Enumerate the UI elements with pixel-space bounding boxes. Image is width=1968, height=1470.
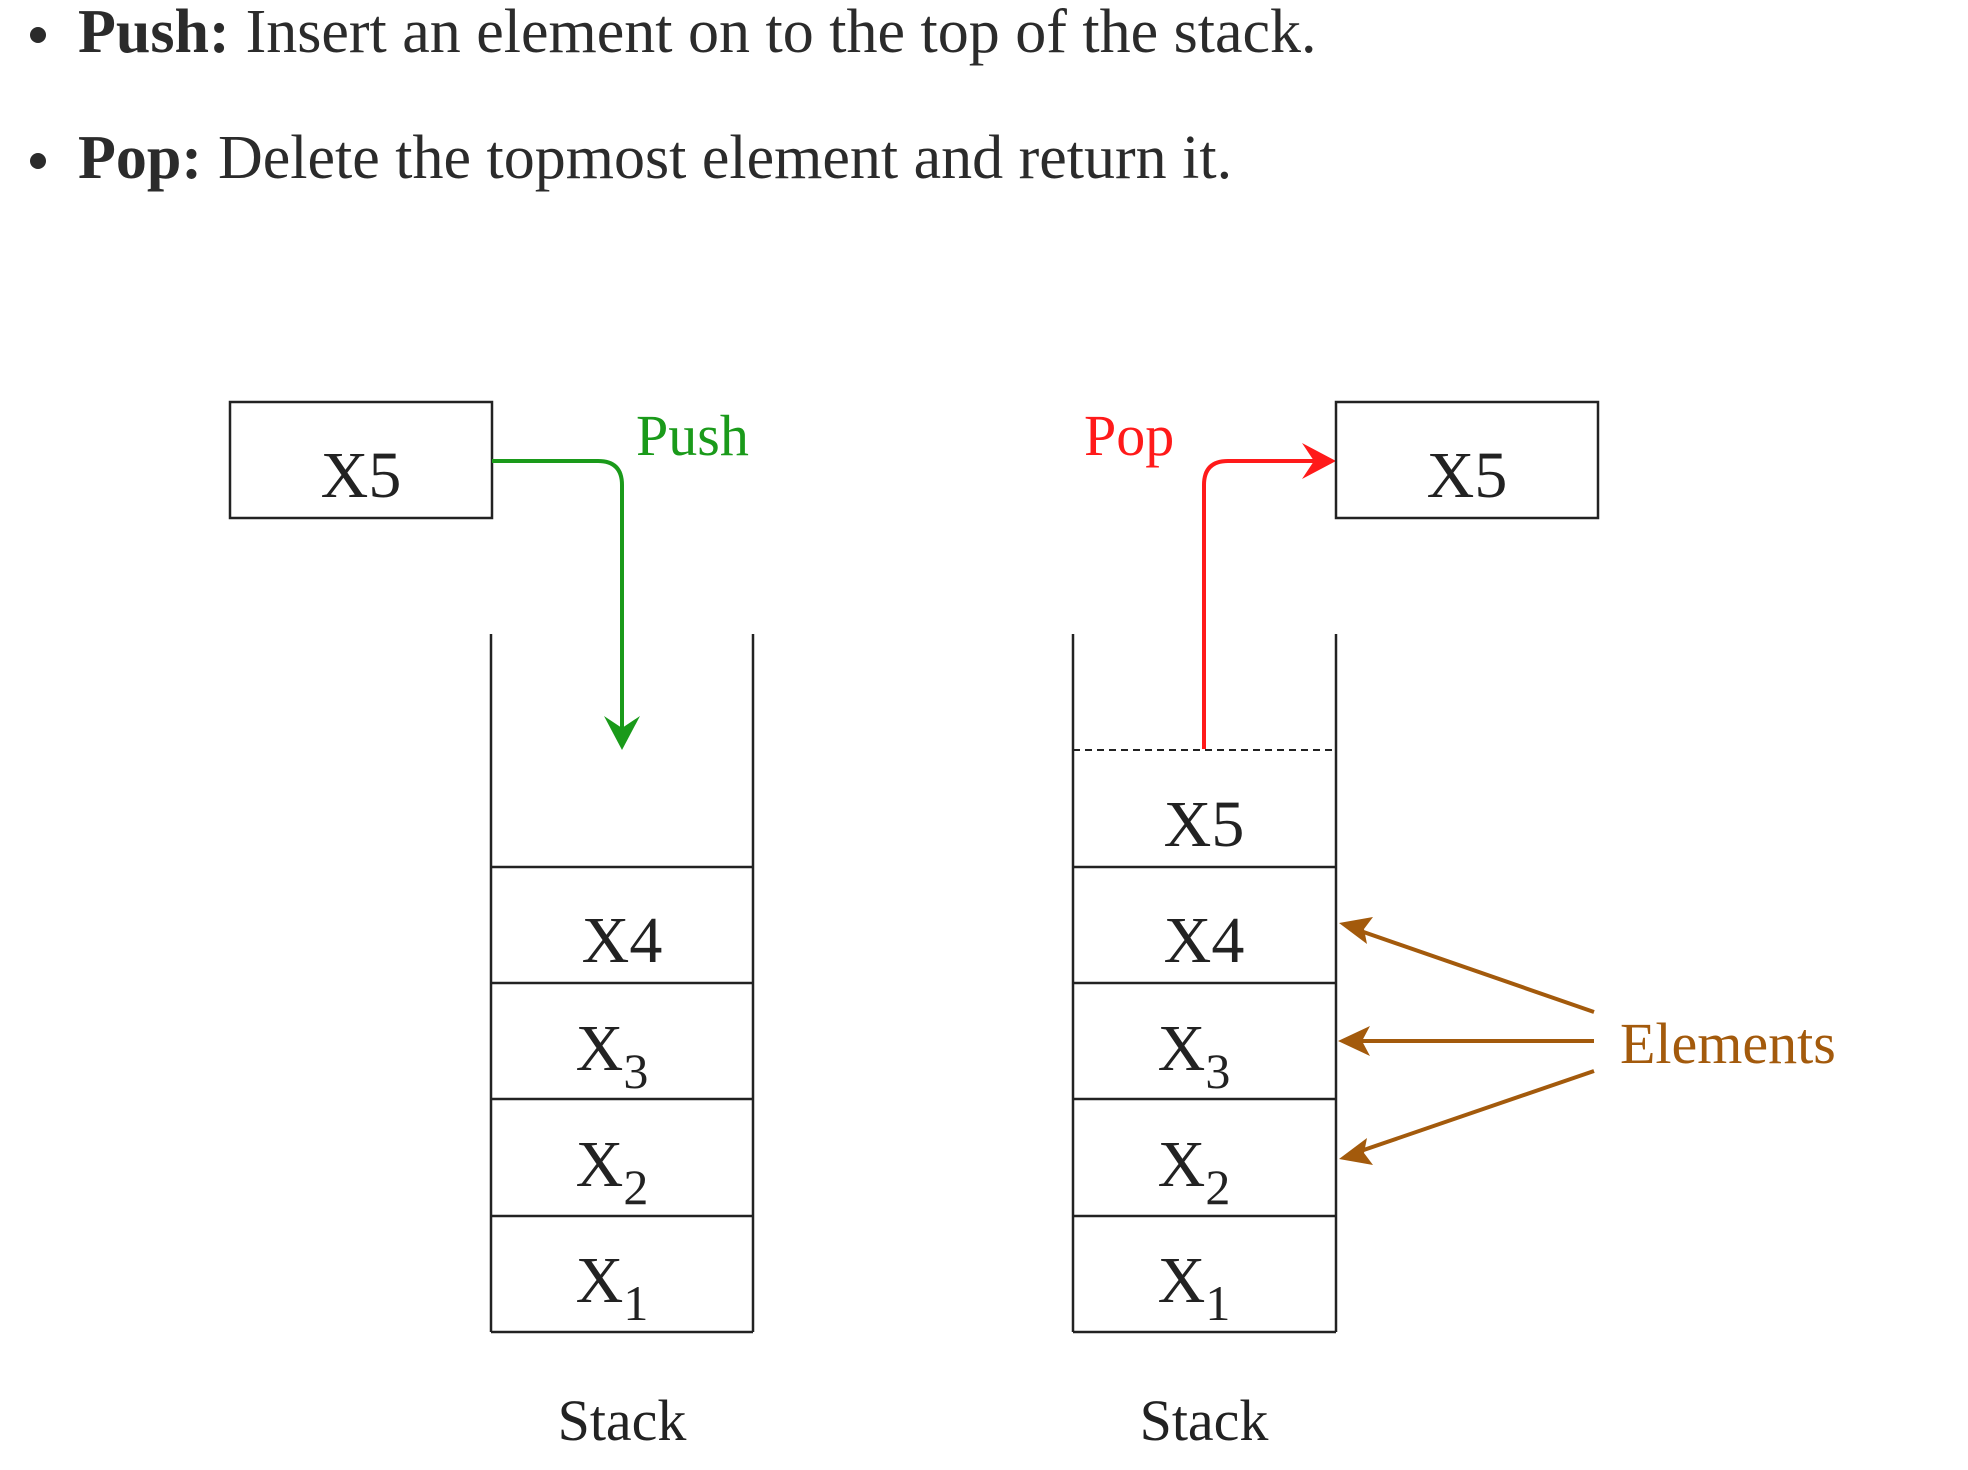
push-diagram: X5 Push X4 X3 X2 X1 Stack — [228, 400, 755, 1453]
bullet-dot-icon — [30, 153, 46, 169]
pop-stack-caption: Stack — [1140, 1388, 1269, 1453]
elements-arrowhead-x2-icon — [1339, 1138, 1373, 1165]
push-cell-x3-sub: 3 — [623, 1043, 648, 1099]
elements-arrow-x4 — [1351, 926, 1595, 1014]
pop-cell-x3: X3 — [1158, 1012, 1231, 1099]
pop-cell-x4-base: X4 — [1164, 904, 1245, 977]
pop-cell-x1: X1 — [1158, 1244, 1231, 1331]
bullet-dot-icon — [30, 27, 46, 43]
push-term: Push: — [78, 0, 230, 66]
pop-cell-x2: X2 — [1158, 1128, 1231, 1215]
elements-arrowhead-x4-icon — [1339, 917, 1373, 944]
pop-cell-x1-sub: 1 — [1205, 1275, 1230, 1331]
pop-diagram: Pop X5 X5 X4 X3 X2 X1 Stack Elements — [1071, 400, 1836, 1453]
pop-element-label: X5 — [1427, 439, 1508, 512]
push-cell-x2-base: X — [576, 1128, 624, 1201]
push-stack-caption: Stack — [558, 1388, 687, 1453]
bullet-push: Push: Insert an element on to the top of… — [30, 0, 1317, 72]
push-cell-x3: X3 — [576, 1012, 649, 1099]
pop-dashed-cell — [1072, 749, 1337, 868]
pop-cell-x2-sub: 2 — [1205, 1159, 1230, 1215]
push-arrowhead-icon — [604, 716, 640, 750]
push-cell-x2-sub: 2 — [623, 1159, 648, 1215]
push-description: Insert an element on to the top of the s… — [245, 0, 1317, 66]
pop-cell-x2-base: X — [1158, 1128, 1206, 1201]
push-cell-x4-base: X4 — [582, 904, 663, 977]
pop-cell-x3-base: X — [1158, 1012, 1206, 1085]
pop-arrowhead-icon — [1302, 443, 1336, 479]
push-cell-x3-base: X — [576, 1012, 624, 1085]
pop-cell-x5: X5 — [1164, 788, 1245, 861]
pop-description: Delete the topmost element and return it… — [218, 124, 1233, 192]
elements-label: Elements — [1620, 1011, 1836, 1076]
pop-label: Pop — [1084, 403, 1174, 468]
push-arrow — [492, 459, 624, 735]
push-label: Push — [636, 403, 749, 468]
push-element-label: X5 — [321, 439, 402, 512]
bullet-pop: Pop: Delete the topmost element and retu… — [30, 118, 1232, 198]
elements-arrow-x2 — [1351, 1069, 1595, 1156]
pop-cell-x1-base: X — [1158, 1244, 1206, 1317]
elements-arrowhead-x3-icon — [1338, 1026, 1370, 1056]
push-cell-x1: X1 — [576, 1244, 649, 1331]
pop-cell-x4: X4 — [1164, 904, 1245, 977]
pop-cell-x3-sub: 3 — [1205, 1043, 1230, 1099]
push-cell-x1-base: X — [576, 1244, 624, 1317]
push-cell-x2: X2 — [576, 1128, 649, 1215]
pop-term: Pop: — [78, 124, 202, 192]
push-cell-x1-sub: 1 — [623, 1275, 648, 1331]
push-cell-x4: X4 — [582, 904, 663, 977]
pop-element-box — [1334, 400, 1600, 520]
pop-arrow — [1202, 459, 1322, 749]
